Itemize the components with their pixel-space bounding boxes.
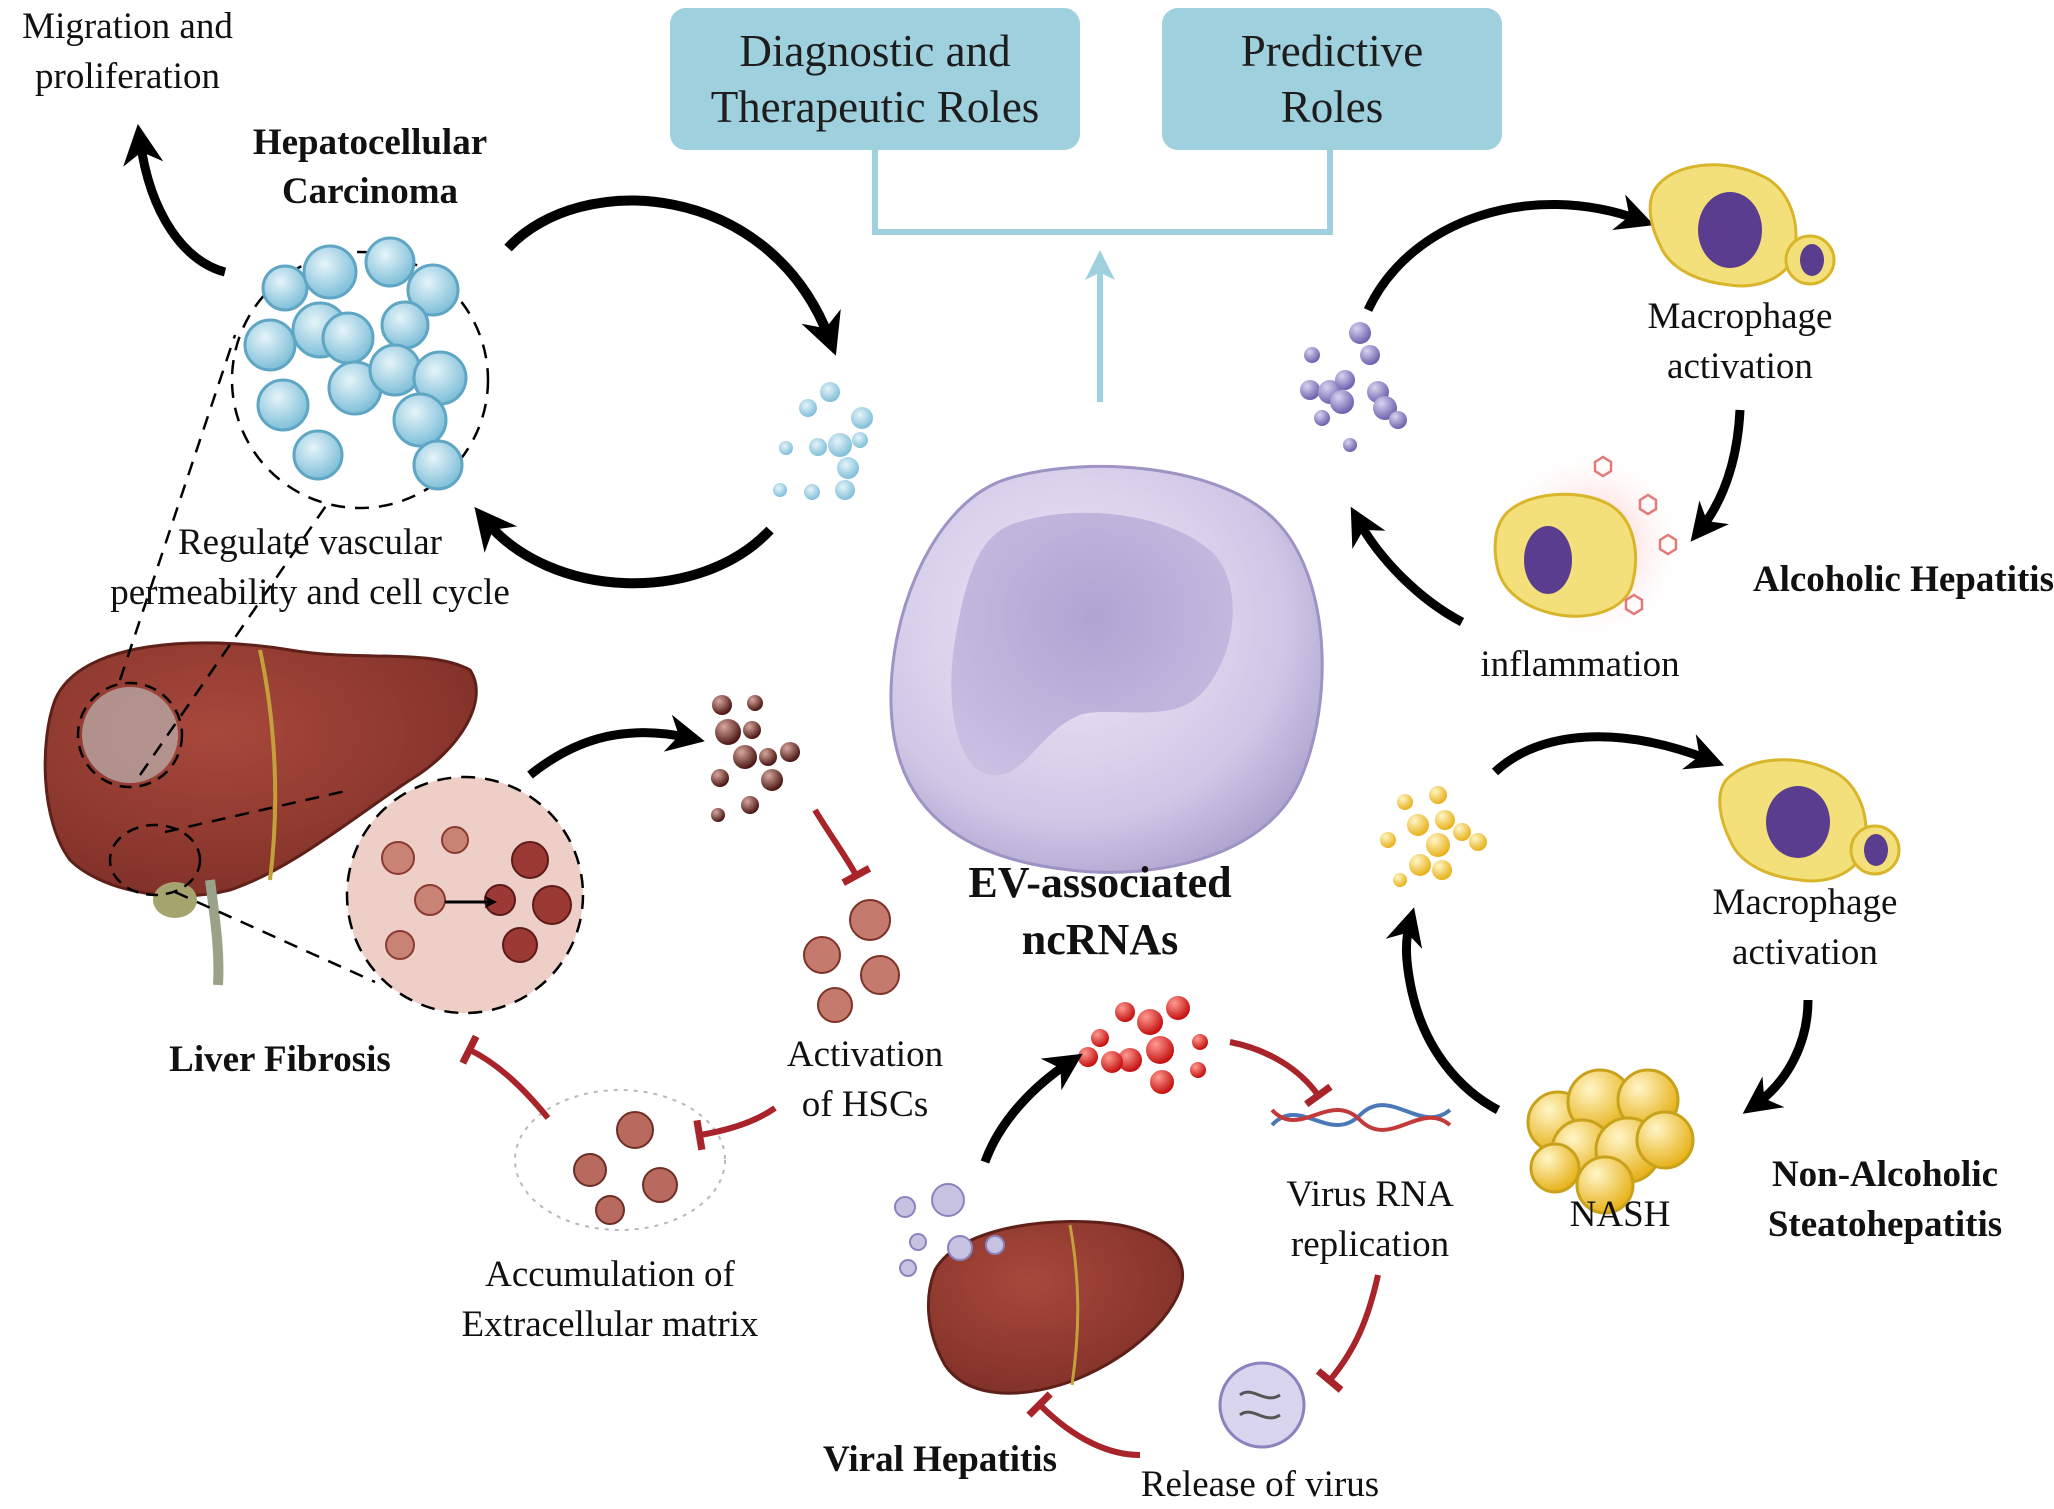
hsc-activation-line2: of HSCs xyxy=(801,1084,929,1125)
migration-arrow xyxy=(123,123,227,277)
fibrosis-to-ev-arrow xyxy=(527,714,705,779)
alcoholic-to-macrophage-arrow xyxy=(1363,194,1655,312)
nash-fat-cells xyxy=(1526,1068,1695,1215)
macrophage-to-inflammation-arrow xyxy=(1690,409,1745,542)
virus-replication-line2: replication xyxy=(1290,1224,1450,1265)
virus-replication-line1: Virus RNA xyxy=(1286,1174,1454,1215)
nash-macrophage-line2: activation xyxy=(1732,932,1878,973)
roles-connector xyxy=(872,150,1333,402)
ecm-label-line2: Extracellular matrix xyxy=(461,1304,759,1345)
diagnostic-therapeutic-label: Diagnostic and Therapeutic Roles xyxy=(710,26,1040,132)
ecm-label-line1: Accumulation of xyxy=(485,1254,735,1295)
nash-to-macrophage-arrow xyxy=(1491,732,1725,776)
hcc-to-ev-arrow xyxy=(504,195,841,356)
predictive-roles-label: Predictive Roles xyxy=(1240,26,1424,132)
inflammation-to-ev-arrow xyxy=(1350,506,1465,626)
red-vesicles xyxy=(1078,996,1208,1094)
migration-label-line2: proliferation xyxy=(35,56,220,97)
hcc-cell-cluster xyxy=(230,236,490,510)
nash-title-line1: Non-Alcoholic xyxy=(1771,1154,1999,1195)
inhibition-lines xyxy=(459,808,1381,1458)
regulate-label-line2: permeability and cell cycle xyxy=(110,572,510,613)
viral-to-ev-arrow xyxy=(980,1053,1083,1164)
hsc-cells xyxy=(803,899,900,1023)
central-cell xyxy=(889,464,1324,874)
liver-viral xyxy=(927,1220,1184,1395)
inflamed-macrophage xyxy=(1490,445,1690,645)
center-title-line1: EV-associated xyxy=(968,858,1232,907)
brown-vesicles xyxy=(711,695,800,822)
nash-title-line2: Steatohepatitis xyxy=(1767,1204,2003,1245)
inflammation-label: inflammation xyxy=(1480,644,1680,685)
cell-nucleus xyxy=(951,512,1233,776)
alcoholic-macrophage-line1: Macrophage xyxy=(1647,296,1833,337)
hcc-title-line1: Hepatocellular xyxy=(252,122,488,163)
macrophage-alcoholic xyxy=(1648,163,1836,288)
macrophage-to-nash-arrow xyxy=(1742,999,1813,1114)
alcoholic-macrophage-line2: activation xyxy=(1667,346,1813,387)
release-virus-label: Release of virus xyxy=(1140,1464,1380,1505)
hsc-activation-line1: Activation xyxy=(786,1034,944,1075)
dna-helix xyxy=(1270,1103,1452,1132)
release-virus xyxy=(1218,1361,1306,1449)
purple-vesicles xyxy=(1300,322,1407,452)
hcc-title-line2: Carcinoma xyxy=(281,171,459,212)
predictive-roles-box: Predictive Roles xyxy=(1162,8,1502,150)
regulate-label-line1: Regulate vascular xyxy=(177,522,443,563)
zoom-lines xyxy=(118,334,376,984)
liver-fibrosis-title: Liver Fibrosis xyxy=(169,1039,391,1080)
nash-macrophage-line1: Macrophage xyxy=(1712,882,1898,923)
nash-label: NASH xyxy=(1569,1194,1671,1235)
center-title-line2: ncRNAs xyxy=(1021,915,1179,964)
liver-left xyxy=(43,641,478,986)
diagnostic-therapeutic-box: Diagnostic and Therapeutic Roles xyxy=(670,8,1080,150)
fibrosis-cell-circle xyxy=(345,775,585,1015)
migration-label-line1: Migration and xyxy=(22,6,233,47)
liver-tumor-spot xyxy=(82,687,178,783)
viral-hepatitis-title: Viral Hepatitis xyxy=(823,1439,1057,1480)
alcoholic-hepatitis-title: Alcoholic Hepatitis xyxy=(1752,559,2054,600)
yellow-vesicles xyxy=(1380,786,1487,887)
ecm-cells xyxy=(514,1089,726,1231)
nash-to-ev-arrow xyxy=(1385,907,1501,1114)
macrophage-nash xyxy=(1718,758,1901,883)
virus-particles xyxy=(894,1183,1005,1277)
blue-vesicles xyxy=(773,382,873,500)
ev-to-hcc-arrow xyxy=(474,506,774,589)
hcc-arrows xyxy=(123,123,841,589)
